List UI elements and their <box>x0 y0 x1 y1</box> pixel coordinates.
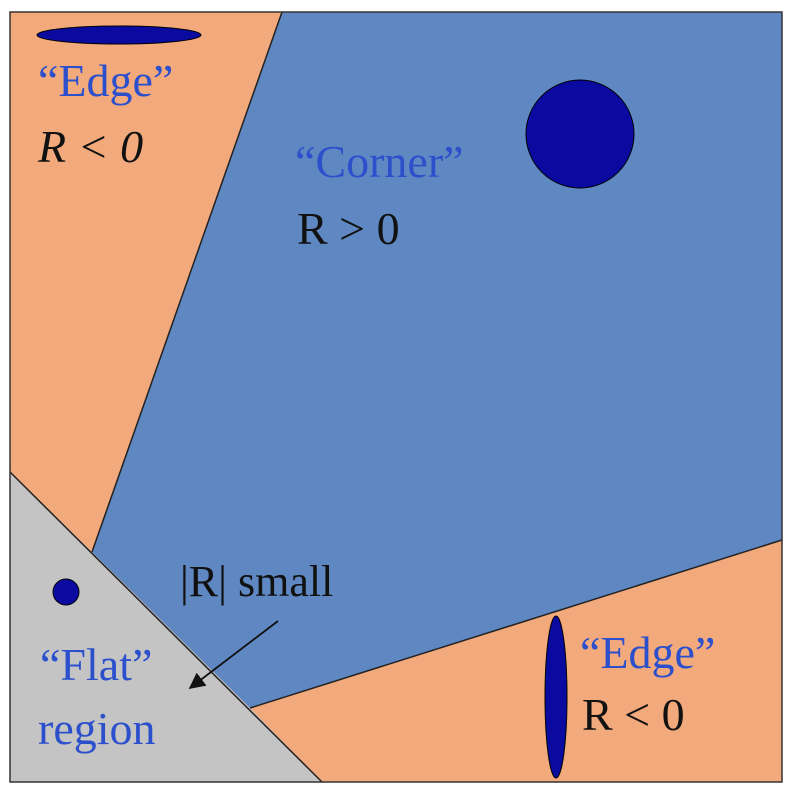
flat-small-circle <box>52 578 80 606</box>
boundary-line-flat <box>9 471 323 783</box>
corner-condition: R > 0 <box>297 203 400 254</box>
edge-top-label: “Edge” <box>38 55 173 106</box>
flat-label: “Flat” <box>40 639 152 690</box>
annotation-label: |R| small <box>180 557 333 606</box>
flat-region-label: region <box>38 703 156 754</box>
edge-bottom-condition: R < 0 <box>582 689 685 740</box>
edge-top-condition: R < 0 <box>37 121 143 172</box>
edge-horizontal-ellipse <box>36 25 202 45</box>
edge-bottom-label: “Edge” <box>580 627 715 678</box>
corner-region <box>92 12 782 708</box>
edge-vertical-ellipse <box>544 615 568 779</box>
annotation-arrow <box>188 620 279 689</box>
corner-circle <box>525 79 635 189</box>
boundary-line-bottom-edge <box>249 539 783 709</box>
boundary-line-top-edge <box>91 11 283 553</box>
diagram-border <box>9 11 783 783</box>
corner-label: “Corner” <box>295 136 464 187</box>
